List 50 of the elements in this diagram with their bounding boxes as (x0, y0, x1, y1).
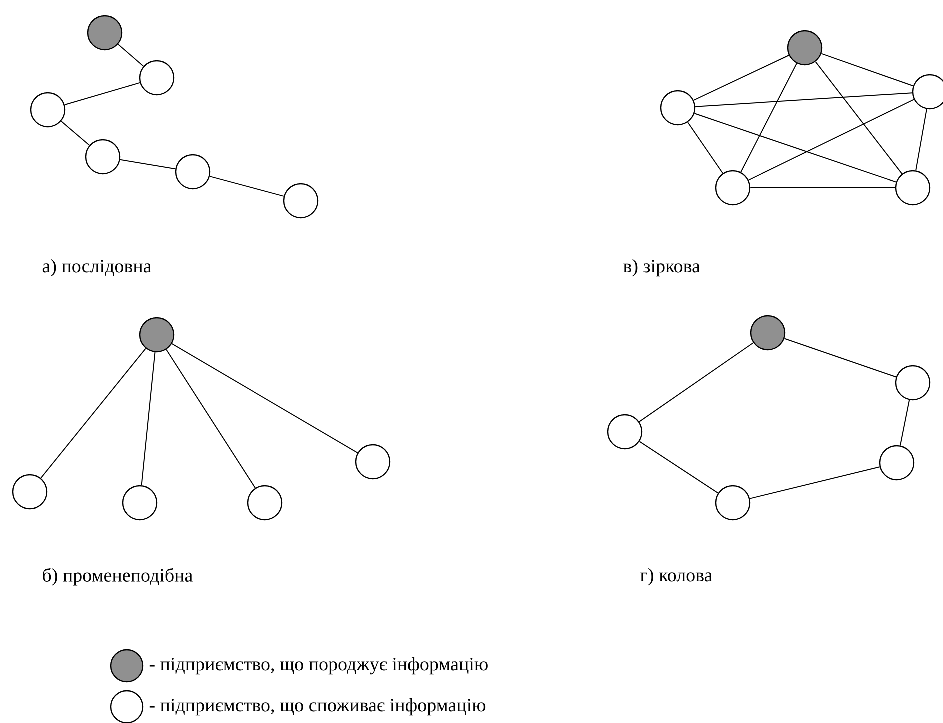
network-node (607, 414, 643, 450)
connector-line (639, 441, 719, 494)
network-node (283, 183, 319, 219)
legend-text: - підприємство, що споживає інформацію (150, 698, 486, 716)
connector-line (210, 176, 284, 197)
caption: а) послідовна (42, 259, 152, 277)
caption: г) колова (640, 568, 712, 586)
connector-line (784, 338, 897, 378)
network-node (660, 90, 696, 126)
network-node (85, 139, 121, 175)
network-node (715, 170, 751, 206)
network-node (895, 170, 931, 206)
network-node (787, 30, 823, 66)
connector-line (141, 352, 156, 486)
network-node (247, 485, 283, 521)
connector-line (815, 61, 903, 175)
caption: б) променеподібна (43, 568, 193, 586)
caption: в) зіркова (624, 259, 700, 277)
connector-line (748, 99, 915, 181)
connector-line (750, 466, 880, 500)
network-node (87, 15, 123, 51)
network-node (750, 315, 786, 351)
connector-line (687, 122, 724, 174)
network-node (895, 365, 931, 401)
network-node (355, 444, 391, 480)
connector-line (695, 92, 913, 108)
network-node (879, 445, 915, 481)
connector-line (916, 108, 928, 172)
connector-line (120, 159, 176, 170)
network-node (122, 485, 158, 521)
connector-line (740, 63, 798, 173)
network-node (175, 154, 211, 190)
connector-line (693, 55, 790, 101)
connector-line (172, 343, 358, 454)
network-node (12, 474, 48, 510)
network-node (715, 485, 751, 521)
connector-line (60, 120, 90, 146)
connector-line (166, 349, 256, 489)
connector-line (118, 44, 144, 67)
connector-line (638, 342, 754, 422)
network-node (139, 60, 175, 96)
connector-line (694, 113, 897, 183)
connector-line (900, 400, 910, 446)
connector-line (821, 53, 914, 87)
network-node (30, 92, 66, 128)
legend-text: - підприємство, що породжує інформацію (150, 657, 488, 675)
connector-line (64, 82, 141, 106)
network-node (912, 74, 943, 110)
connector-line (40, 348, 146, 479)
network-node (139, 317, 175, 353)
